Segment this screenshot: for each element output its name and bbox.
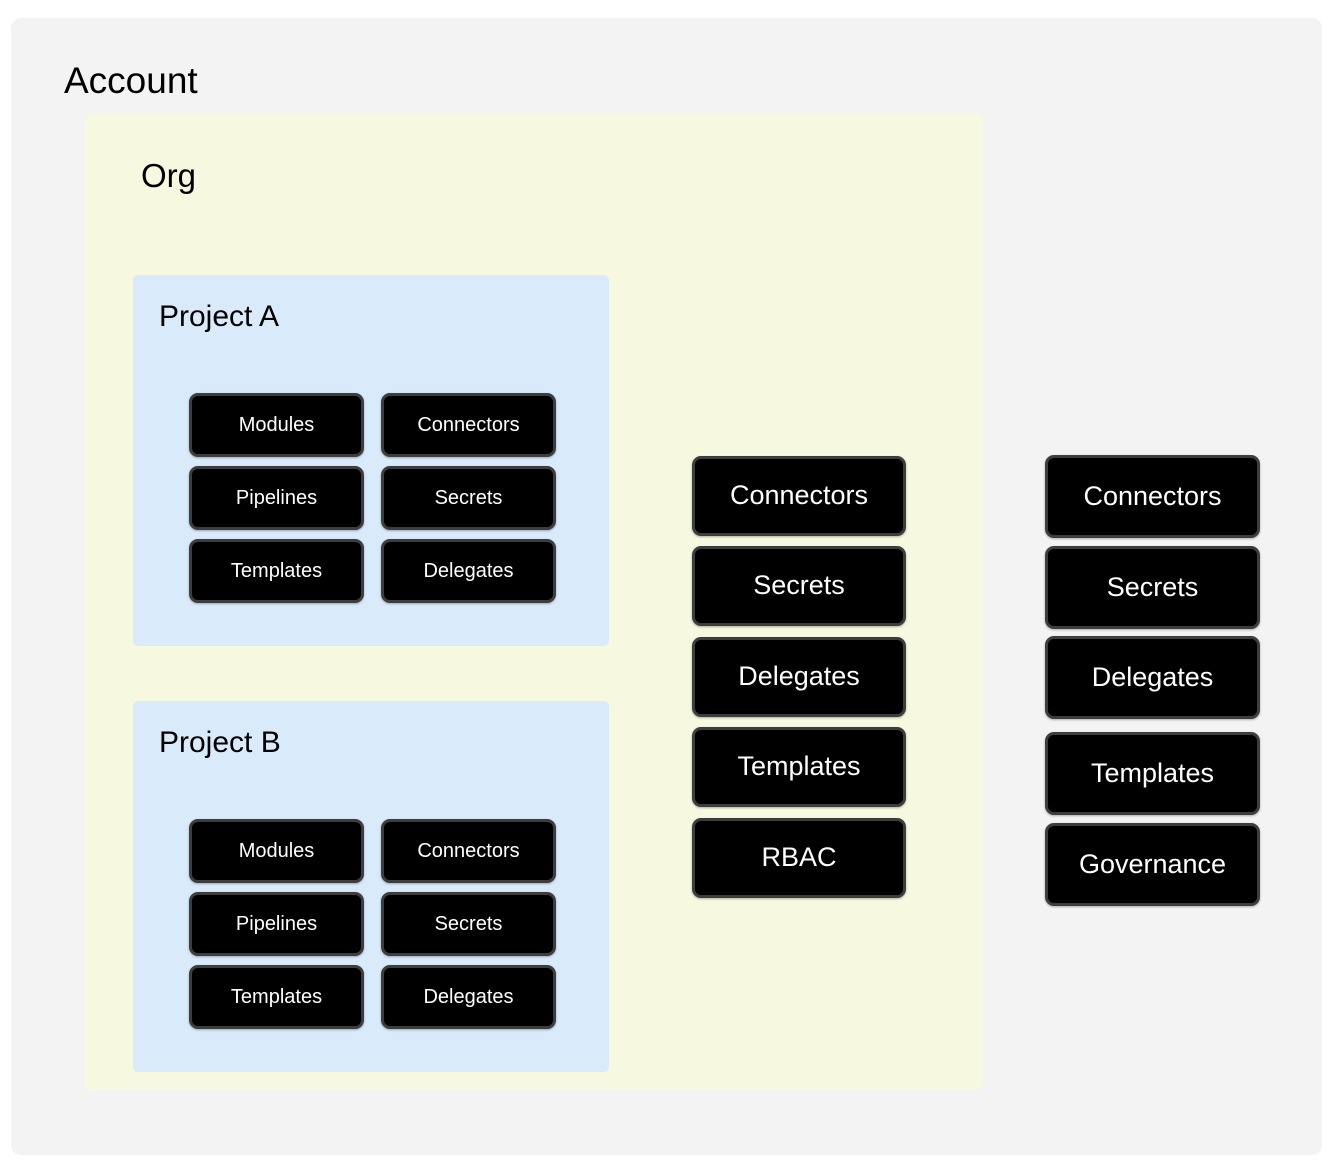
project-b-container: Project B Modules Pipelines Templates Co…	[133, 701, 609, 1072]
org-resource-connectors[interactable]: Connectors	[692, 456, 906, 536]
org-resource-rbac[interactable]: RBAC	[692, 818, 906, 898]
project-b-title: Project B	[159, 726, 281, 759]
project-b-resource-modules[interactable]: Modules	[189, 819, 364, 883]
org-scope-title: Org	[141, 157, 197, 194]
account-scope-title: Account	[64, 60, 198, 101]
project-b-resource-pipelines[interactable]: Pipelines	[189, 892, 364, 956]
account-resource-connectors[interactable]: Connectors	[1045, 455, 1260, 538]
project-b-resource-delegates[interactable]: Delegates	[381, 965, 556, 1029]
account-resource-governance[interactable]: Governance	[1045, 823, 1260, 906]
project-a-title: Project A	[159, 300, 280, 333]
account-resource-templates[interactable]: Templates	[1045, 732, 1260, 815]
org-resource-secrets[interactable]: Secrets	[692, 546, 906, 626]
account-resource-secrets[interactable]: Secrets	[1045, 546, 1260, 629]
project-a-resource-secrets[interactable]: Secrets	[381, 466, 556, 530]
project-a-resource-connectors[interactable]: Connectors	[381, 393, 556, 457]
project-b-resource-connectors[interactable]: Connectors	[381, 819, 556, 883]
project-a-resource-modules[interactable]: Modules	[189, 393, 364, 457]
project-b-resource-templates[interactable]: Templates	[189, 965, 364, 1029]
project-a-resource-pipelines[interactable]: Pipelines	[189, 466, 364, 530]
project-b-resource-secrets[interactable]: Secrets	[381, 892, 556, 956]
account-scope-container: Account Org Project A Modules Pipelines …	[11, 18, 1322, 1155]
project-a-resource-templates[interactable]: Templates	[189, 539, 364, 603]
org-resource-delegates[interactable]: Delegates	[692, 637, 906, 717]
project-a-resource-delegates[interactable]: Delegates	[381, 539, 556, 603]
account-resource-delegates[interactable]: Delegates	[1045, 636, 1260, 719]
project-a-container: Project A Modules Pipelines Templates Co…	[133, 275, 609, 646]
org-resource-templates[interactable]: Templates	[692, 727, 906, 807]
